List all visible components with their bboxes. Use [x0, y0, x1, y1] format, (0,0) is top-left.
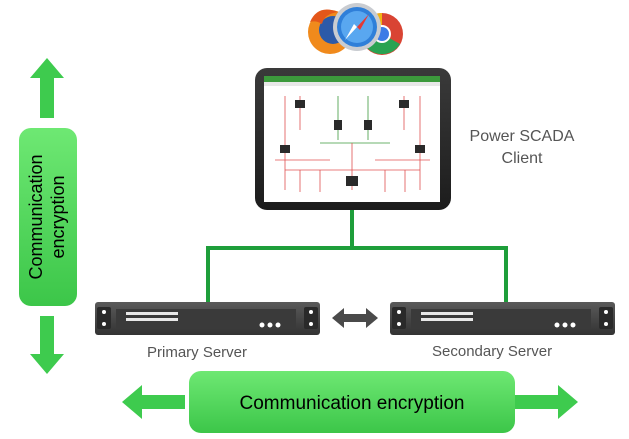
server-links	[206, 246, 508, 302]
primary-server-label: Primary Server	[147, 344, 248, 361]
screen-header-bar	[264, 76, 440, 82]
arrow-down-icon	[30, 316, 64, 374]
horizontal-encryption-arrows	[122, 385, 578, 419]
primary-server	[95, 302, 320, 335]
secondary-server-label: Secondary Server	[432, 343, 553, 360]
vertical-encryption-arrows	[30, 58, 64, 374]
browser-icons	[308, 3, 403, 55]
client-label-line1: Power SCADA	[469, 128, 575, 145]
horizontal-encryption-label: Communication encryption	[240, 393, 465, 414]
client-label-line2: Client	[501, 150, 543, 167]
vertical-encryption-pill	[19, 128, 77, 306]
arrow-left-icon	[122, 385, 185, 419]
secondary-server	[390, 302, 615, 335]
screen-menu-bar	[264, 82, 440, 86]
tablet-client	[255, 68, 451, 210]
server-sync-arrow	[332, 308, 378, 328]
arrow-up-icon	[30, 58, 64, 118]
client-label: Power SCADA Client	[462, 126, 582, 170]
horizontal-encryption-pill	[189, 371, 515, 433]
vertical-encryption-label-line1: Communication	[26, 154, 46, 279]
safari-icon	[333, 3, 381, 51]
vertical-encryption-label-line2: encryption	[48, 175, 68, 258]
network-links	[206, 208, 508, 302]
arrow-right-icon	[515, 385, 578, 419]
screen-one-line-diagram	[275, 96, 430, 192]
